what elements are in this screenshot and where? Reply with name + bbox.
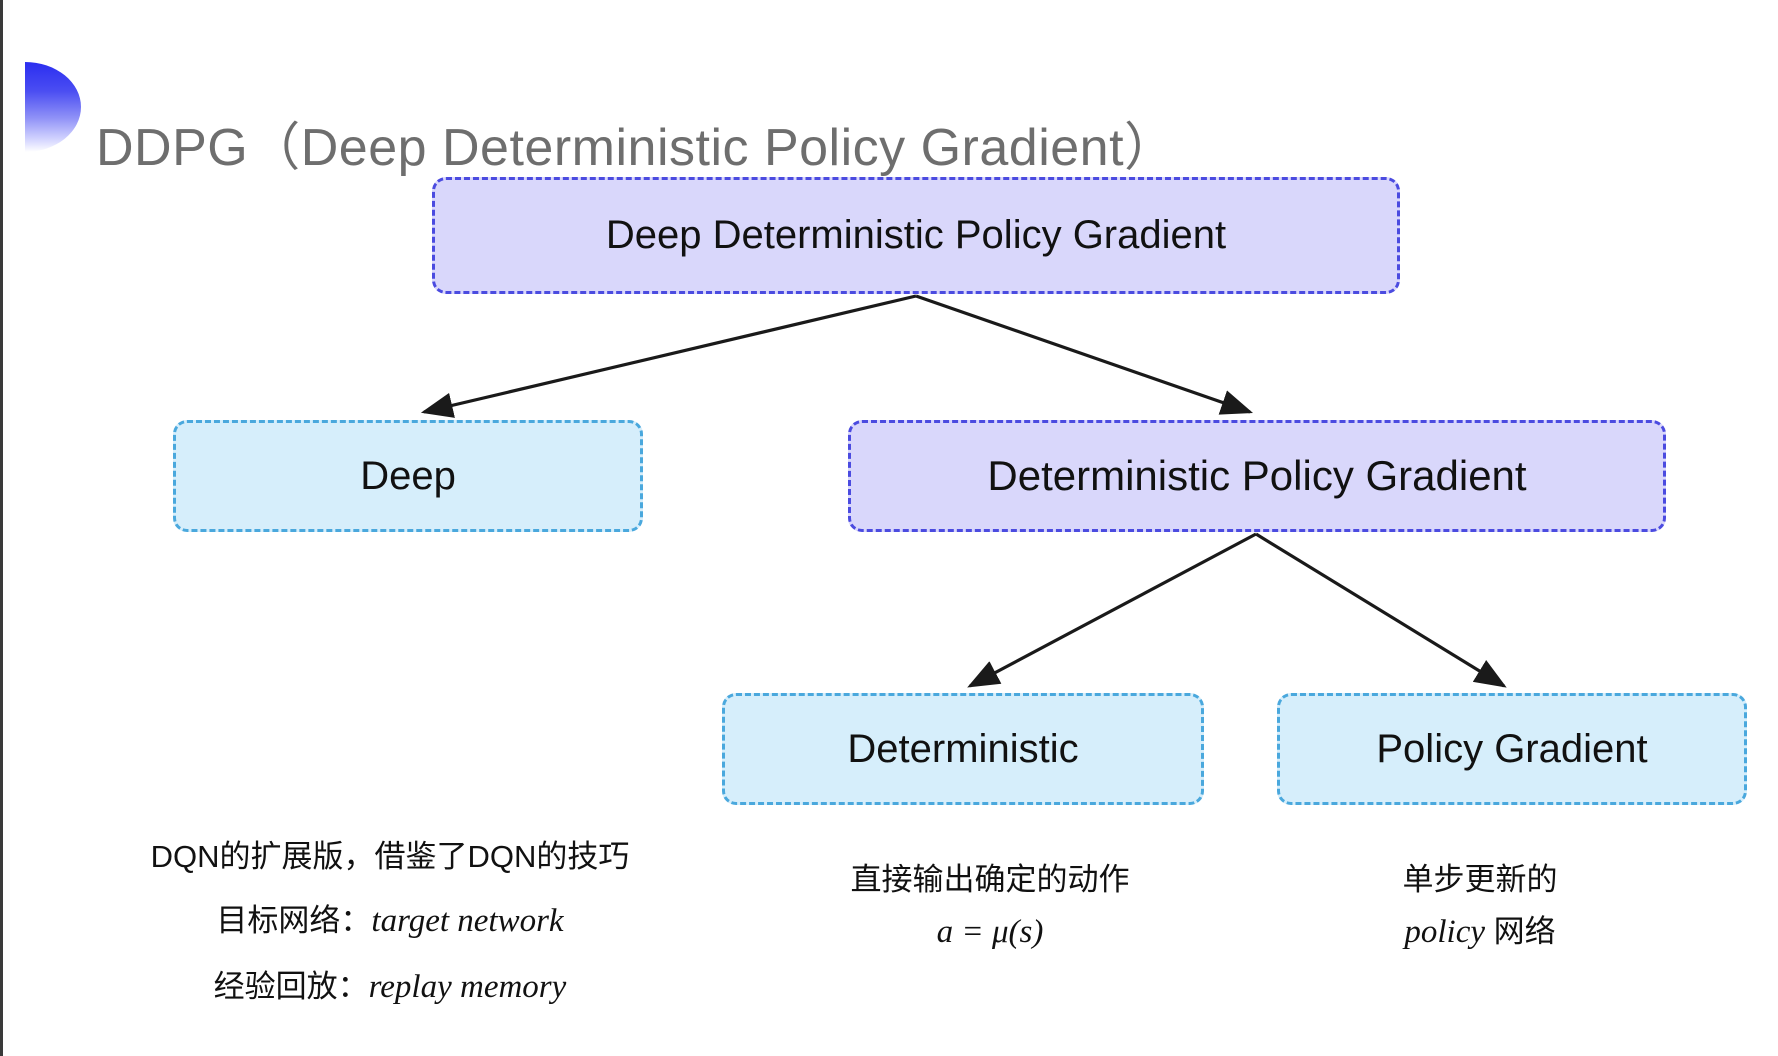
page-title: DDPG（Deep Deterministic Policy Gradient）	[96, 118, 1177, 177]
caption-deep-line2-label: 目标网络：	[216, 902, 372, 938]
caption-policy-gradient-line1: 单步更新的	[1402, 862, 1558, 897]
caption-policy-gradient-line2: policy 网络	[1280, 909, 1680, 957]
caption-deep: DQN的扩展版，借鉴了DQN的技巧 目标网络：target network 经验…	[120, 835, 660, 1030]
caption-deep-line3-label: 经验回放：	[213, 968, 369, 1004]
caption-deep-line3-term: replay memory	[368, 968, 567, 1005]
slide-left-edge-line	[0, 0, 3, 1056]
edge-root-to-deep	[420, 294, 917, 418]
edge-dpg-to-policy-gradient	[1255, 532, 1507, 688]
caption-deep-line2: 目标网络：target network	[120, 898, 660, 946]
node-deterministic-policy-gradient[interactable]: Deterministic Policy Gradient	[848, 420, 1666, 532]
edge-dpg-to-deterministic	[967, 532, 1257, 688]
caption-policy-gradient-suffix: 网络	[1485, 913, 1556, 949]
caption-deterministic-formula: a = μ(s)	[936, 913, 1044, 950]
caption-deep-line2-term: target network	[371, 902, 564, 939]
node-deterministic[interactable]: Deterministic	[722, 693, 1204, 805]
caption-policy-gradient-term: policy	[1404, 913, 1485, 950]
node-deep[interactable]: Deep	[173, 420, 643, 532]
caption-deep-line1: DQN的扩展版，借鉴了DQN的技巧	[150, 839, 630, 874]
caption-policy-gradient: 单步更新的 policy 网络	[1280, 858, 1680, 963]
node-policy-gradient[interactable]: Policy Gradient	[1277, 693, 1747, 805]
caption-deterministic-line1: 直接输出确定的动作	[850, 862, 1130, 897]
caption-deep-line3: 经验回放：replay memory	[120, 964, 660, 1012]
blue-half-circle-icon	[25, 62, 81, 152]
caption-deterministic: 直接输出确定的动作 a = μ(s)	[770, 858, 1210, 963]
node-deep-deterministic-policy-gradient[interactable]: Deep Deterministic Policy Gradient	[432, 177, 1400, 294]
edge-root-to-dpg	[915, 294, 1254, 415]
